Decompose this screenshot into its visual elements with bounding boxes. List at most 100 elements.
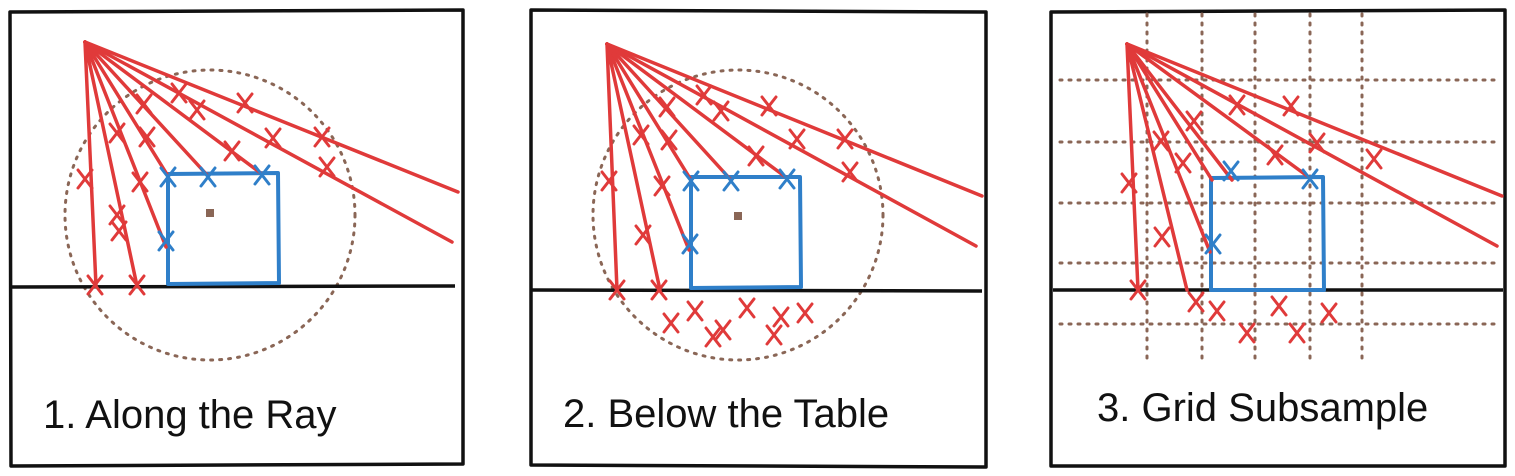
cross-x-icon bbox=[1222, 160, 1240, 182]
cross-x-icon bbox=[318, 156, 336, 178]
ray bbox=[1125, 42, 1140, 292]
cross-x-icon bbox=[1266, 144, 1284, 166]
cross-x-icon bbox=[632, 124, 650, 146]
cross-x-icon bbox=[1228, 94, 1246, 116]
cross-x-icon bbox=[128, 274, 146, 296]
panel-caption: 3. Grid Subsample bbox=[1097, 386, 1428, 430]
ray bbox=[605, 42, 693, 182]
cross-x-icon bbox=[788, 128, 806, 150]
cross-x-icon bbox=[765, 324, 783, 346]
cross-x-icon bbox=[714, 319, 732, 341]
ray bbox=[83, 40, 460, 194]
sampling-region-circle bbox=[591, 68, 885, 362]
cross-x-icon bbox=[1270, 295, 1288, 317]
ray bbox=[1125, 42, 1212, 254]
table-surface-line bbox=[11, 284, 456, 289]
object-bounding-box bbox=[1209, 175, 1326, 292]
cross-x-icon bbox=[1365, 148, 1383, 170]
ray bbox=[605, 42, 691, 252]
ray bbox=[1125, 42, 1504, 198]
cross-x-icon bbox=[653, 175, 671, 197]
panel-frame bbox=[1049, 8, 1507, 468]
ray bbox=[1125, 42, 1499, 248]
camera-rays bbox=[1125, 42, 1504, 292]
ray bbox=[605, 42, 662, 292]
cross-x-icon bbox=[1153, 226, 1171, 248]
cross-x-icon bbox=[682, 170, 700, 192]
cross-x-icon bbox=[313, 126, 331, 148]
cross-x-icon bbox=[760, 95, 778, 117]
panel-caption: 2. Below the Table bbox=[563, 392, 889, 436]
cross-x-icon bbox=[650, 279, 668, 301]
cross-x-icon bbox=[76, 168, 94, 190]
cross-x-icon bbox=[108, 122, 126, 144]
cross-x-icon bbox=[131, 171, 149, 193]
camera-rays bbox=[83, 40, 460, 288]
cross-x-icon bbox=[1152, 130, 1170, 152]
panel-frame bbox=[529, 8, 988, 469]
cross-x-icon bbox=[1204, 233, 1222, 255]
panel-along-the-ray: 1. Along the Ray bbox=[8, 8, 465, 468]
cross-x-icon bbox=[660, 129, 678, 151]
cross-x-icon bbox=[188, 99, 206, 121]
object-center-icon bbox=[206, 209, 214, 217]
ray bbox=[1125, 42, 1214, 182]
cross-x-icon bbox=[662, 312, 680, 334]
ray bbox=[83, 40, 139, 288]
cross-x-icon bbox=[712, 100, 730, 122]
ray-sample-marks bbox=[76, 82, 336, 296]
cross-x-icon bbox=[747, 145, 765, 167]
cross-x-icon bbox=[608, 279, 626, 301]
cross-x-icon bbox=[135, 93, 153, 115]
object-bounding-box bbox=[166, 171, 281, 286]
ray bbox=[83, 40, 168, 249]
ray-sample-marks bbox=[1120, 94, 1383, 344]
cross-x-icon bbox=[110, 220, 128, 242]
cross-x-icon bbox=[738, 297, 756, 319]
panel-below-the-table: 2. Below the Table bbox=[529, 8, 988, 469]
ray bbox=[1125, 42, 1234, 182]
cross-x-icon bbox=[841, 161, 859, 183]
table-surface-line bbox=[530, 288, 983, 293]
object-center-icon bbox=[734, 212, 742, 220]
object-bounding-box bbox=[689, 175, 803, 290]
cross-x-icon bbox=[1288, 322, 1306, 344]
sampling-region-circle bbox=[63, 68, 357, 362]
cross-x-icon bbox=[1282, 95, 1300, 117]
cross-x-icon bbox=[1185, 110, 1203, 132]
ray bbox=[83, 40, 98, 288]
cross-x-icon bbox=[223, 140, 241, 162]
panel-grid-subsample: 3. Grid Subsample bbox=[1049, 8, 1507, 468]
ray-sample-marks bbox=[600, 84, 859, 348]
cross-x-icon bbox=[1208, 300, 1226, 322]
cross-x-icon bbox=[796, 302, 814, 324]
cross-x-icon bbox=[159, 166, 177, 188]
cross-x-icon bbox=[704, 326, 722, 348]
cross-x-icon bbox=[253, 164, 271, 186]
ray bbox=[1125, 42, 1189, 292]
object-sample-marks bbox=[157, 164, 271, 252]
object-sample-marks bbox=[1204, 160, 1319, 255]
ray bbox=[83, 40, 170, 178]
cross-x-icon bbox=[772, 306, 790, 328]
cross-x-icon bbox=[138, 126, 156, 148]
cross-x-icon bbox=[157, 230, 175, 252]
panel-frame bbox=[8, 8, 465, 468]
cross-x-icon bbox=[1320, 302, 1338, 324]
cross-x-icon bbox=[170, 82, 188, 104]
cross-x-icon bbox=[695, 84, 713, 106]
cross-x-icon bbox=[658, 96, 676, 118]
ray bbox=[1125, 42, 1312, 180]
ray bbox=[605, 42, 619, 292]
cross-x-icon bbox=[600, 170, 618, 192]
cross-x-icon bbox=[836, 128, 854, 150]
cross-x-icon bbox=[86, 274, 104, 296]
object-sample-marks bbox=[681, 168, 796, 255]
cross-x-icon bbox=[722, 170, 740, 192]
cross-x-icon bbox=[1129, 279, 1147, 301]
cross-x-icon bbox=[634, 224, 652, 246]
cross-x-icon bbox=[1174, 152, 1192, 174]
cross-x-icon bbox=[1308, 132, 1326, 154]
cross-x-icon bbox=[1238, 322, 1256, 344]
